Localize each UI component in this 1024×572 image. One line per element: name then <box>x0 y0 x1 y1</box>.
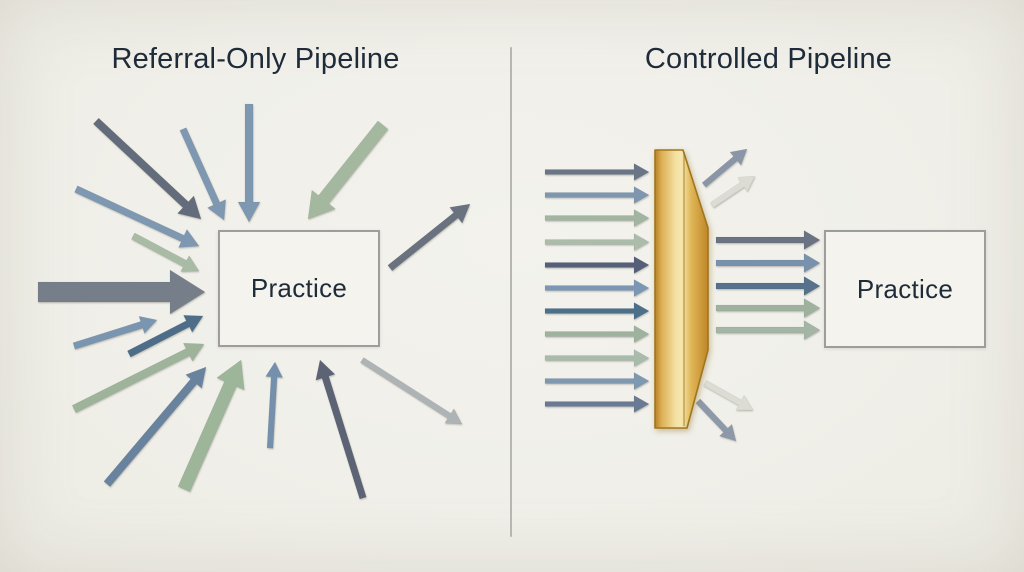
input-arrow <box>544 163 650 181</box>
referral-arrow <box>177 359 245 492</box>
practice-box-left: Practice <box>218 230 380 347</box>
referral-arrow <box>179 127 226 221</box>
practice-box-left-label: Practice <box>250 273 348 303</box>
input-arrow <box>544 256 650 274</box>
input-arrow <box>544 349 650 367</box>
referral-arrow <box>72 315 158 350</box>
practice-box-right: Practice <box>824 230 986 348</box>
input-arrow <box>544 372 650 390</box>
input-arrow <box>544 395 650 413</box>
referral-arrow <box>315 359 367 500</box>
referral-arrow <box>237 103 261 223</box>
arrow-layer <box>37 103 821 500</box>
deflected-arrow <box>695 398 737 442</box>
referral-arrow <box>387 203 471 272</box>
output-arrow <box>715 230 821 250</box>
funnel-filter-shape <box>654 149 709 429</box>
referral-arrow <box>74 185 200 248</box>
referral-arrow <box>131 232 200 272</box>
input-arrow <box>544 325 650 343</box>
input-arrow <box>544 209 650 227</box>
referral-arrow <box>92 117 202 220</box>
referral-arrow <box>37 269 206 315</box>
deflected-arrow <box>709 175 756 208</box>
deflected-arrow <box>701 148 748 188</box>
referral-arrow <box>71 342 205 413</box>
referral-arrow <box>307 120 389 220</box>
practice-box-right-label: Practice <box>856 273 954 304</box>
input-arrow <box>544 302 650 320</box>
output-arrow <box>715 298 821 318</box>
input-arrow <box>544 279 650 297</box>
referral-arrow <box>265 361 284 449</box>
right-panel-title: Controlled Pipeline <box>644 43 893 75</box>
referral-arrow <box>127 315 204 358</box>
referral-arrow <box>360 357 463 425</box>
input-arrow <box>544 233 650 251</box>
referral-arrow <box>103 366 207 487</box>
deflected-arrow <box>703 380 754 411</box>
output-arrow <box>715 320 821 340</box>
filter-layer <box>654 149 709 429</box>
output-arrow <box>715 253 821 273</box>
left-panel-title: Referral-Only Pipeline <box>111 43 400 75</box>
panel-divider <box>510 47 512 537</box>
input-arrow <box>544 186 650 204</box>
output-arrow <box>715 276 821 296</box>
